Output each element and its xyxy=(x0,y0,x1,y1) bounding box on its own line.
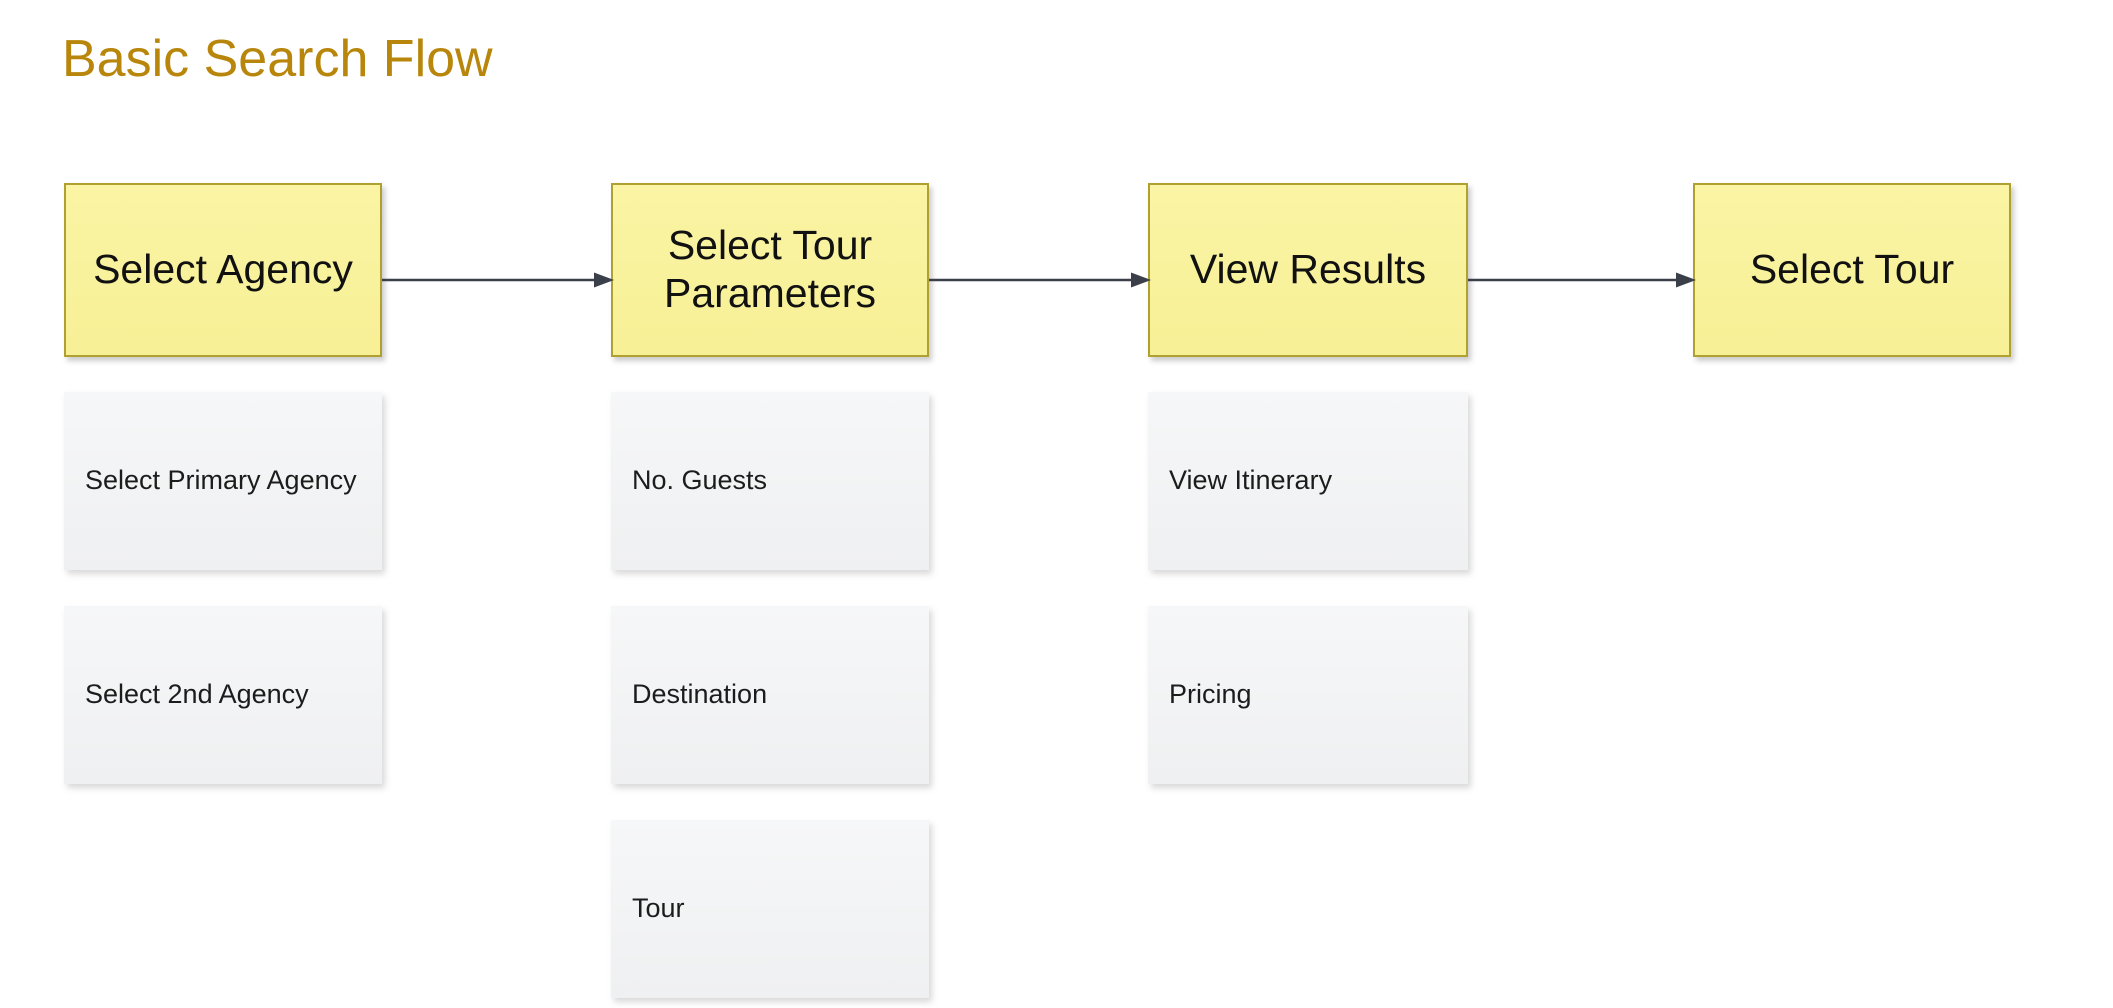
flow-subnode-label: View Itinerary xyxy=(1169,465,1333,496)
flow-subnode-select-2nd-agency[interactable]: Select 2nd Agency xyxy=(64,606,382,784)
spacer xyxy=(611,784,929,820)
flow-node-label: Select Agency xyxy=(93,246,353,293)
flow-column-select-tour-parameters: Select Tour Parameters No. Guests Destin… xyxy=(611,183,929,998)
flow-column-select-agency: Select Agency Select Primary Agency Sele… xyxy=(64,183,382,784)
flow-subnode-select-primary-agency[interactable]: Select Primary Agency xyxy=(64,392,382,570)
spacer xyxy=(1148,570,1468,606)
flow-subnode-tour[interactable]: Tour xyxy=(611,820,929,998)
connector-arrow-2 xyxy=(929,270,1151,290)
connector-arrow-3 xyxy=(1468,270,1696,290)
flow-subnode-label: Tour xyxy=(632,893,685,924)
flow-subnode-label: Select Primary Agency xyxy=(85,465,357,496)
flow-node-select-tour[interactable]: Select Tour xyxy=(1693,183,2011,357)
spacer xyxy=(1148,357,1468,392)
flow-node-view-results[interactable]: View Results xyxy=(1148,183,1468,357)
flow-node-label: Select Tour Parameters xyxy=(664,222,876,316)
flow-subnode-no-guests[interactable]: No. Guests xyxy=(611,392,929,570)
flow-subnode-pricing[interactable]: Pricing xyxy=(1148,606,1468,784)
connector-arrow-1 xyxy=(382,270,614,290)
flow-column-view-results: View Results View Itinerary Pricing xyxy=(1148,183,1468,784)
spacer xyxy=(64,570,382,606)
flow-subnode-label: Destination xyxy=(632,679,768,710)
flow-node-select-agency[interactable]: Select Agency xyxy=(64,183,382,357)
flow-subnode-label: Pricing xyxy=(1169,679,1252,710)
flow-subnode-destination[interactable]: Destination xyxy=(611,606,929,784)
flow-node-select-tour-parameters[interactable]: Select Tour Parameters xyxy=(611,183,929,357)
spacer xyxy=(64,357,382,392)
spacer xyxy=(611,357,929,392)
flow-node-label: Select Tour xyxy=(1749,246,1955,293)
spacer xyxy=(611,570,929,606)
flow-subnode-label: No. Guests xyxy=(632,465,768,496)
flow-node-label: View Results xyxy=(1189,246,1427,293)
flow-subnode-view-itinerary[interactable]: View Itinerary xyxy=(1148,392,1468,570)
flow-column-select-tour: Select Tour xyxy=(1693,183,2011,357)
page-title: Basic Search Flow xyxy=(62,30,493,88)
flow-subnode-label: Select 2nd Agency xyxy=(85,679,309,710)
